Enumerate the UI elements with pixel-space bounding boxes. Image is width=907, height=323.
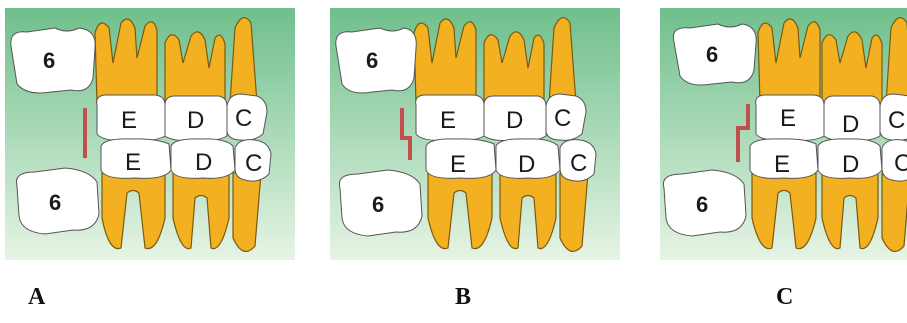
upper-tooth-label: C <box>554 105 571 132</box>
upper-crown-D: D <box>484 96 546 141</box>
lower-crown-C: C <box>235 140 271 181</box>
upper-crown-C: C <box>546 94 586 140</box>
lower-crown-D: D <box>496 139 560 178</box>
upper-crown-E: E <box>416 95 484 141</box>
caption-b: B <box>455 284 471 311</box>
lower-first-molar: 6 <box>16 168 99 234</box>
upper-first-molar: 6 <box>11 28 95 93</box>
upper-tooth-label: E <box>440 107 456 134</box>
lower-tooth-label: E <box>125 149 141 176</box>
upper-tooth-label: D <box>506 107 523 134</box>
upper-crown-D: D <box>824 96 880 141</box>
upper-molar-label: 6 <box>366 48 378 73</box>
lower-first-molar: 6 <box>339 170 422 236</box>
lower-molar-label: 6 <box>372 192 384 217</box>
lower-tooth-label: D <box>195 149 212 176</box>
panel-b: E D C E D C 6 6 <box>330 8 620 260</box>
lower-crown-D: D <box>171 139 235 178</box>
panel-c: E D C E D C 6 6 <box>660 8 907 260</box>
lower-tooth-label: E <box>450 151 466 178</box>
panel-a: E D C E D C 6 6 <box>5 8 295 260</box>
caption-a: A <box>28 284 45 311</box>
upper-crown-E: E <box>756 95 824 141</box>
panel-b-illustration: E D C E D C 6 6 <box>330 8 620 260</box>
upper-tooth-label: C <box>888 107 905 134</box>
lower-crown-E: E <box>426 139 496 178</box>
lower-crown-E: E <box>101 139 171 178</box>
upper-molar-label: 6 <box>43 48 55 73</box>
upper-crown-C: C <box>227 94 267 140</box>
upper-tooth-label: D <box>842 111 859 138</box>
upper-tooth-label: E <box>121 107 137 134</box>
lower-crown-C: C <box>882 140 907 181</box>
upper-molar-label: 6 <box>706 42 718 67</box>
upper-tooth-label: C <box>235 105 252 132</box>
panel-c-illustration: E D C E D C 6 6 <box>660 8 907 260</box>
lower-first-molar: 6 <box>663 170 746 236</box>
upper-first-molar: 6 <box>336 28 416 93</box>
upper-tooth-label: E <box>780 105 796 132</box>
panel-a-illustration: E D C E D C 6 6 <box>5 8 295 260</box>
lower-tooth-label: E <box>774 151 790 178</box>
upper-crown-C: C <box>880 94 907 140</box>
lower-tooth-label: D <box>842 151 859 178</box>
lower-tooth-label: D <box>518 151 535 178</box>
lower-tooth-label: C <box>894 150 907 177</box>
caption-c: C <box>776 284 793 311</box>
upper-tooth-label: D <box>187 107 204 134</box>
lower-tooth-label: C <box>245 150 262 177</box>
upper-first-molar: 6 <box>673 24 756 85</box>
lower-molar-label: 6 <box>696 192 708 217</box>
lower-crown-C: C <box>560 140 596 181</box>
upper-crown-E: E <box>97 95 165 141</box>
lower-crown-D: D <box>818 139 882 178</box>
upper-crown-D: D <box>165 96 227 141</box>
lower-crown-E: E <box>750 139 818 178</box>
lower-tooth-label: C <box>570 150 587 177</box>
lower-molar-label: 6 <box>49 190 61 215</box>
